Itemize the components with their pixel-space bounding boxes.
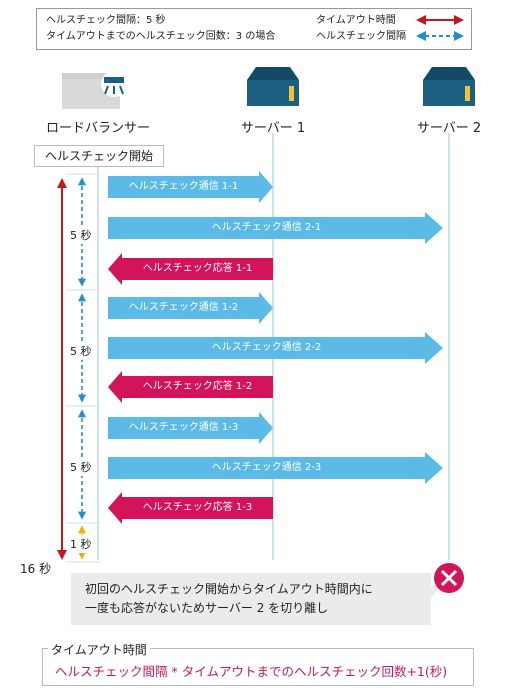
response-arrow	[108, 253, 273, 285]
formula-box	[42, 648, 474, 686]
legend-timeout-label: タイムアウト時間	[316, 15, 396, 26]
message-label: ヘルスチェック応答 1-3	[142, 502, 253, 513]
request-arrow	[108, 332, 443, 364]
request-arrow	[108, 212, 443, 244]
legend-interval-text: ヘルスチェック間隔：5 秒	[46, 15, 166, 26]
interval-label: 5 秒	[70, 458, 92, 476]
message-label: ヘルスチェック通信 1-2	[128, 302, 239, 313]
message-label: ヘルスチェック通信 2-3	[211, 462, 322, 473]
response-arrow	[108, 492, 273, 524]
legend-interval-label: ヘルスチェック間隔	[316, 31, 406, 42]
disconnect-note: 初回のヘルスチェック開始からタイムアウト時間内に 一度も応答がないためサーバー …	[71, 573, 431, 625]
error-icon	[434, 563, 464, 593]
note-line-2: 一度も応答がないためサーバー 2 を切り離し	[85, 601, 329, 615]
server-2-label: サーバー 2	[416, 121, 482, 136]
total-time-label: 16 秒	[20, 562, 52, 576]
server-2-icon	[423, 67, 475, 106]
legend-count-text: タイムアウトまでのヘルスチェック回数：3 の場合	[46, 31, 276, 42]
interval-label: 1 秒	[70, 535, 92, 553]
lb-label: ロードバランサー	[45, 121, 150, 136]
formula-text: ヘルスチェック間隔 * タイムアウトまでのヘルスチェック回数+1(秒)	[55, 664, 448, 679]
message-label: ヘルスチェック応答 1-2	[142, 381, 253, 392]
request-arrow	[108, 171, 273, 203]
formula-title: タイムアウト時間	[48, 641, 150, 658]
note-line-1: 初回のヘルスチェック開始からタイムアウト時間内に	[85, 582, 373, 596]
message-label: ヘルスチェック通信 2-2	[211, 342, 322, 353]
health-check-start: ヘルスチェック開始	[34, 145, 164, 167]
response-arrow	[108, 371, 273, 403]
load-balancer-icon	[62, 71, 127, 109]
message-label: ヘルスチェック通信 1-1	[128, 181, 239, 192]
interval-label: 5 秒	[70, 226, 92, 244]
request-arrow	[108, 412, 273, 444]
legend-box	[36, 8, 472, 50]
server-1-icon	[247, 67, 299, 106]
message-label: ヘルスチェック応答 1-1	[142, 263, 253, 274]
message-label: ヘルスチェック通信 2-1	[211, 222, 322, 233]
request-arrow	[108, 292, 273, 324]
interval-label: 5 秒	[70, 342, 92, 360]
server-1-label: サーバー 1	[240, 121, 306, 136]
request-arrow	[108, 452, 443, 484]
message-label: ヘルスチェック通信 1-3	[128, 422, 239, 433]
